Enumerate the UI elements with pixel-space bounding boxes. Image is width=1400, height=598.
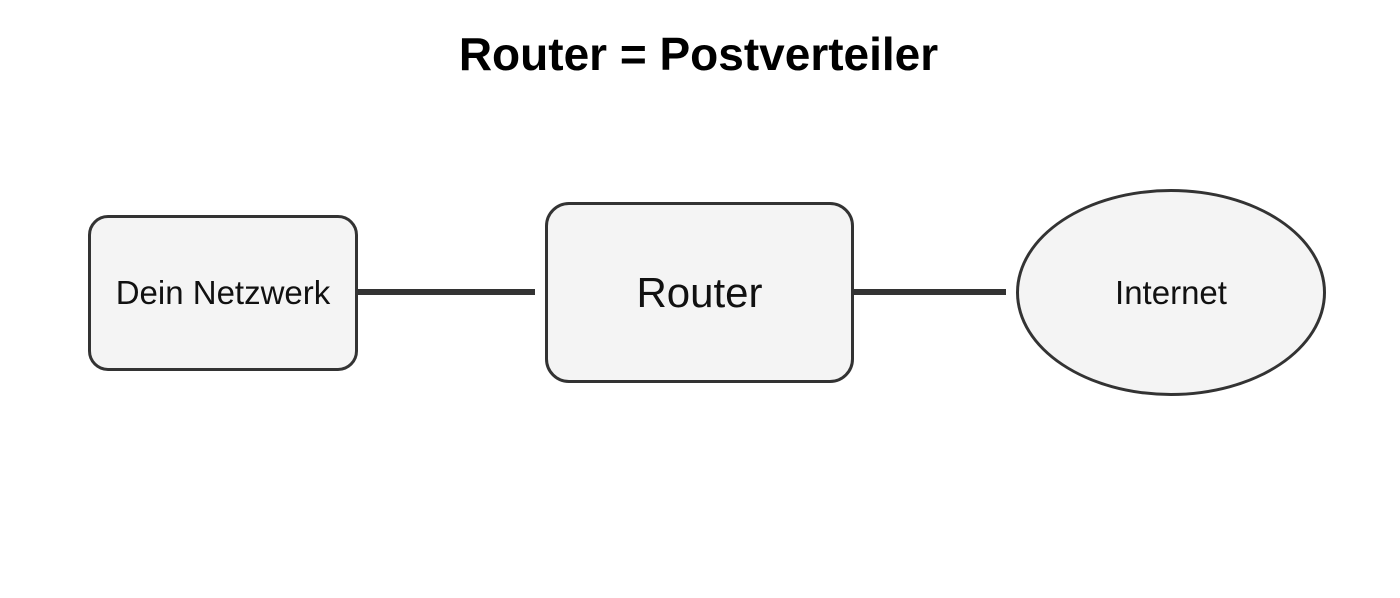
connector-network-router (356, 289, 535, 295)
node-dein-netzwerk: Dein Netzwerk (88, 215, 358, 371)
diagram-title: Router = Postverteiler (458, 28, 939, 80)
node-router-label: Router (636, 268, 763, 316)
node-internet-label: Internet (1115, 273, 1227, 311)
node-internet: Internet (1016, 189, 1326, 396)
node-router: Router (545, 202, 854, 383)
node-dein-netzwerk-label: Dein Netzwerk (115, 274, 331, 311)
connector-router-internet (852, 289, 1006, 295)
